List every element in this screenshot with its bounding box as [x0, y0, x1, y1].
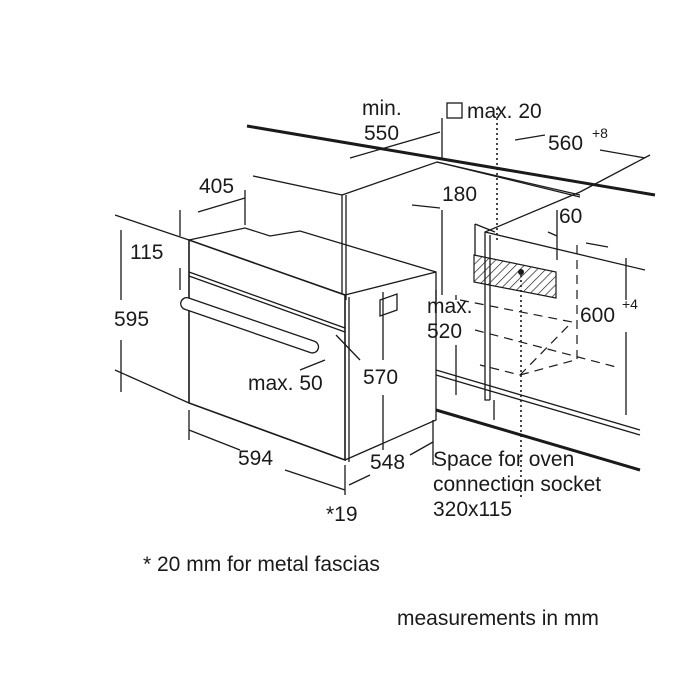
oven-depth-label: 548	[370, 451, 405, 474]
niche-height-label: 600	[580, 304, 615, 327]
oven-body	[180, 227, 437, 462]
footnote: * 20 mm for metal fascias	[143, 553, 380, 576]
max-20-label: max. 20	[467, 100, 542, 123]
socket-note-line3: 320x115	[433, 498, 512, 521]
socket-note-line1: Space for oven	[433, 448, 574, 471]
min-label: min.	[362, 97, 402, 120]
fascia-19-label: *19	[326, 503, 358, 526]
max-50-label: max. 50	[248, 372, 323, 395]
depth-405-label: 405	[199, 175, 234, 198]
niche-width-tolerance: +8	[592, 125, 608, 141]
square-icon	[446, 102, 463, 119]
max-520-label: 520	[427, 320, 462, 343]
socket-note-line2: connection socket	[433, 473, 601, 496]
d60-label: 60	[559, 205, 582, 228]
d180-label: 180	[442, 183, 477, 206]
d570-label: 570	[363, 366, 398, 389]
niche-width-label: 560	[548, 132, 583, 155]
max-label: max.	[427, 295, 473, 318]
cabinet-lines	[246, 124, 656, 472]
oven-width-label: 594	[238, 447, 273, 470]
dimension-labels: min. 550 max. 20 560 +8 405 180 60 115 5…	[114, 97, 638, 630]
dimension-lines	[114, 118, 646, 495]
niche-height-tolerance: +4	[622, 296, 638, 312]
socket-space	[459, 108, 621, 500]
min-550-label: 550	[364, 122, 399, 145]
d115-label: 115	[130, 241, 163, 264]
units-note: measurements in mm	[397, 607, 599, 630]
oven-height-label: 595	[114, 308, 149, 331]
